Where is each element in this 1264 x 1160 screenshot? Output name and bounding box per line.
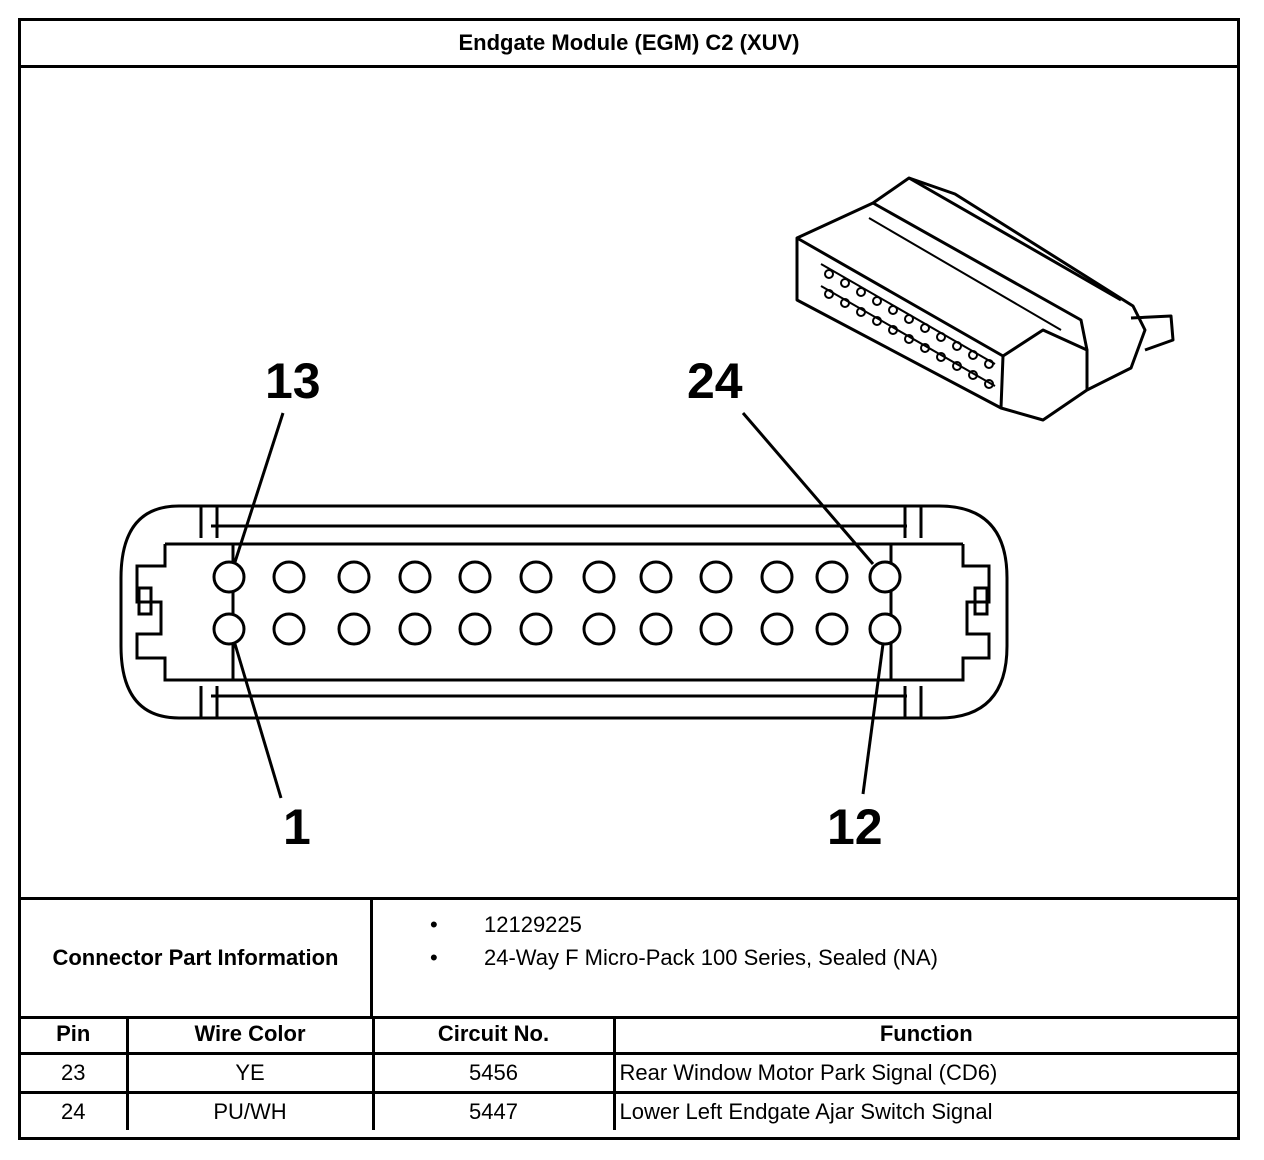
pin-cell: 23 bbox=[21, 1052, 129, 1094]
pin-cavity-10 bbox=[760, 612, 794, 646]
bullet-icon: • bbox=[430, 944, 438, 970]
pin-cavity-13 bbox=[212, 560, 246, 594]
connector-face-drawing bbox=[119, 176, 1175, 799]
pin-cavity-6 bbox=[519, 612, 553, 646]
pin-cavity-9 bbox=[699, 612, 733, 646]
pin-cavity-16 bbox=[398, 560, 432, 594]
pin-cell: 24 bbox=[21, 1091, 129, 1130]
pin-cavity-18 bbox=[519, 560, 553, 594]
pin-label-13: 13 bbox=[265, 353, 321, 409]
circuit-no-cell: 5447 bbox=[371, 1091, 616, 1130]
column-header-wire-color: Wire Color bbox=[125, 1016, 375, 1055]
diagram-frame: Endgate Module (EGM) C2 (XUV) bbox=[18, 18, 1240, 1140]
column-header-pin: Pin bbox=[21, 1016, 129, 1055]
pin-cavity-2 bbox=[272, 612, 306, 646]
pin-cavity-20 bbox=[639, 560, 673, 594]
circuit-no-cell: 5456 bbox=[371, 1052, 616, 1094]
leader-line-24 bbox=[741, 412, 875, 565]
function-cell: Lower Left Endgate Ajar Switch Signal bbox=[612, 1091, 1237, 1130]
pin-cavity-4 bbox=[398, 612, 432, 646]
leader-line-12 bbox=[861, 643, 885, 795]
pin-cavity-23 bbox=[815, 560, 849, 594]
pin-cavity-7 bbox=[582, 612, 616, 646]
connector-part-information: Connector Part Information • 12129225 • … bbox=[21, 897, 1237, 1019]
connector-info-list: • 12129225 • 24-Way F Micro-Pack 100 Ser… bbox=[376, 908, 938, 974]
connector-diagram: 13 24 1 12 bbox=[21, 68, 1237, 895]
leader-line-13 bbox=[233, 412, 285, 563]
pin-cavity-11 bbox=[815, 612, 849, 646]
bullet-icon: • bbox=[430, 911, 438, 937]
connector-info-item: • 24-Way F Micro-Pack 100 Series, Sealed… bbox=[376, 941, 938, 974]
pin-label-24: 24 bbox=[687, 353, 743, 409]
pin-cavity-21 bbox=[699, 560, 733, 594]
pin-cavities bbox=[212, 560, 902, 646]
pin-cavity-12 bbox=[868, 612, 902, 646]
pin-cavity-24 bbox=[868, 560, 902, 594]
wire-color-cell: YE bbox=[125, 1052, 375, 1094]
leader-lines bbox=[233, 412, 885, 799]
wire-color-cell: PU/WH bbox=[125, 1091, 375, 1130]
page-title: Endgate Module (EGM) C2 (XUV) bbox=[21, 21, 1237, 68]
pin-label-1: 1 bbox=[283, 799, 311, 855]
pin-cavity-17 bbox=[458, 560, 492, 594]
pinout-table: Pin Wire Color Circuit No. Function 23 Y… bbox=[21, 1016, 1237, 1130]
pin-cavity-15 bbox=[337, 560, 371, 594]
pin-cavity-19 bbox=[582, 560, 616, 594]
connector-face-outline bbox=[119, 504, 1009, 720]
column-header-function: Function bbox=[612, 1016, 1237, 1055]
pin-cavity-14 bbox=[272, 560, 306, 594]
column-header-circuit-no: Circuit No. bbox=[371, 1016, 616, 1055]
connector-description: 24-Way F Micro-Pack 100 Series, Sealed (… bbox=[484, 944, 938, 970]
pin-cavity-22 bbox=[760, 560, 794, 594]
connector-info-heading: Connector Part Information bbox=[21, 900, 373, 1016]
table-row: 24 PU/WH 5447 Lower Left Endgate Ajar Sw… bbox=[21, 1091, 1237, 1130]
pin-label-12: 12 bbox=[827, 799, 883, 855]
connector-info-item: • 12129225 bbox=[376, 908, 938, 941]
pin-cavity-5 bbox=[458, 612, 492, 646]
function-cell: Rear Window Motor Park Signal (CD6) bbox=[612, 1052, 1237, 1094]
pin-cavity-3 bbox=[337, 612, 371, 646]
part-number: 12129225 bbox=[484, 911, 582, 937]
pin-cavity-8 bbox=[639, 612, 673, 646]
leader-line-1 bbox=[233, 643, 283, 799]
connector-3d-illustration bbox=[795, 176, 1175, 422]
table-row: 23 YE 5456 Rear Window Motor Park Signal… bbox=[21, 1052, 1237, 1094]
table-header-row: Pin Wire Color Circuit No. Function bbox=[21, 1016, 1237, 1055]
pin-cavity-1 bbox=[212, 612, 246, 646]
